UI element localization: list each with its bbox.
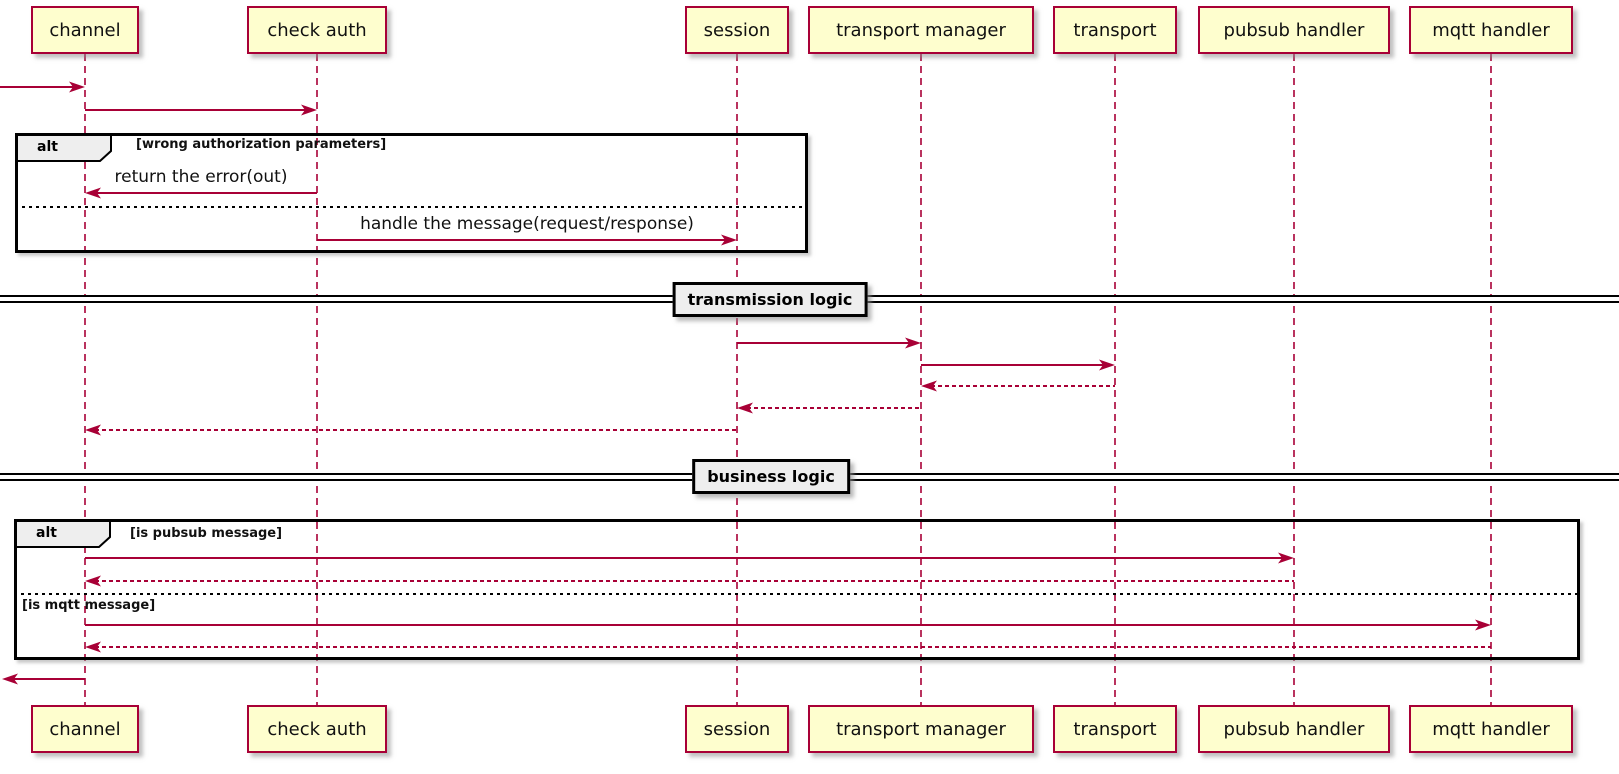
participant-label: mqtt handler bbox=[1432, 718, 1550, 740]
participant-label: transport bbox=[1073, 718, 1157, 740]
participant-label: session bbox=[703, 718, 771, 740]
participant-box-channel-top: channel bbox=[31, 6, 139, 54]
alt-auth-operator-label: alt bbox=[37, 139, 58, 155]
participant-box-channel-bottom: channel bbox=[31, 705, 139, 753]
participant-label: mqtt handler bbox=[1432, 19, 1550, 41]
message-arrow-check-auth-to-channel-return-error bbox=[85, 187, 317, 199]
participant-box-mqtt-handler-bottom: mqtt handler bbox=[1409, 705, 1573, 753]
alt-routing-operator-label: alt bbox=[36, 525, 57, 541]
alt-frame-routing bbox=[14, 519, 1580, 660]
participant-label: channel bbox=[49, 19, 121, 41]
message-label-handle-message: handle the message(request/response) bbox=[360, 214, 694, 234]
participant-label: check auth bbox=[267, 718, 367, 740]
alt-frame-auth bbox=[15, 133, 808, 253]
alt-routing-condition-pubsub-label: [is pubsub message] bbox=[130, 526, 283, 541]
message-arrow-mqtt-handler-to-channel-reply bbox=[85, 641, 1491, 653]
divider-business-label: business logic bbox=[692, 459, 850, 494]
participant-box-transport-manager-bottom: transport manager bbox=[808, 705, 1034, 753]
participant-label: transport bbox=[1073, 19, 1157, 41]
message-arrow-channel-to-mqtt-handler bbox=[85, 619, 1491, 631]
message-arrow-channel-to-check-auth bbox=[85, 104, 317, 116]
alt-routing-condition-mqtt-label: [is mqtt message] bbox=[22, 598, 156, 613]
participant-label: pubsub handler bbox=[1223, 718, 1365, 740]
divider-transmission-label: transmission logic bbox=[672, 282, 868, 317]
message-arrow-transport-manager-to-transport bbox=[921, 359, 1115, 371]
alt-auth-else-divider bbox=[15, 206, 808, 208]
participant-box-transport-manager-top: transport manager bbox=[808, 6, 1034, 54]
participant-label: transport manager bbox=[836, 19, 1006, 41]
participant-box-pubsub-handler-top: pubsub handler bbox=[1198, 6, 1390, 54]
participant-label: session bbox=[703, 19, 771, 41]
participant-box-pubsub-handler-bottom: pubsub handler bbox=[1198, 705, 1390, 753]
message-arrow-pubsub-handler-to-channel-reply bbox=[85, 575, 1294, 587]
participant-box-mqtt-handler-top: mqtt handler bbox=[1409, 6, 1573, 54]
message-arrow-session-to-transport-manager bbox=[737, 337, 921, 349]
message-label-return-error: return the error(out) bbox=[114, 167, 288, 187]
participant-label: transport manager bbox=[836, 718, 1006, 740]
message-arrow-transport-manager-to-session-reply bbox=[737, 402, 921, 414]
message-arrow-channel-to-external-out bbox=[2, 673, 85, 685]
participant-box-transport-top: transport bbox=[1053, 6, 1177, 54]
alt-routing-else-divider bbox=[14, 593, 1580, 595]
participant-box-check-auth-bottom: check auth bbox=[247, 705, 387, 753]
participant-label: check auth bbox=[267, 19, 367, 41]
message-arrow-transport-to-transport-manager-reply bbox=[921, 380, 1115, 392]
message-arrow-session-to-channel-reply bbox=[85, 424, 737, 436]
message-arrow-external-to-channel bbox=[0, 81, 85, 93]
participant-box-transport-bottom: transport bbox=[1053, 705, 1177, 753]
participant-box-session-bottom: session bbox=[685, 705, 789, 753]
message-arrow-channel-to-pubsub-handler bbox=[85, 552, 1294, 564]
participant-box-session-top: session bbox=[685, 6, 789, 54]
participant-label: pubsub handler bbox=[1223, 19, 1365, 41]
alt-auth-condition-label: [wrong authorization parameters] bbox=[136, 137, 387, 152]
participant-box-check-auth-top: check auth bbox=[247, 6, 387, 54]
message-arrow-check-auth-to-session-handle-message bbox=[317, 234, 737, 246]
participant-label: channel bbox=[49, 718, 121, 740]
